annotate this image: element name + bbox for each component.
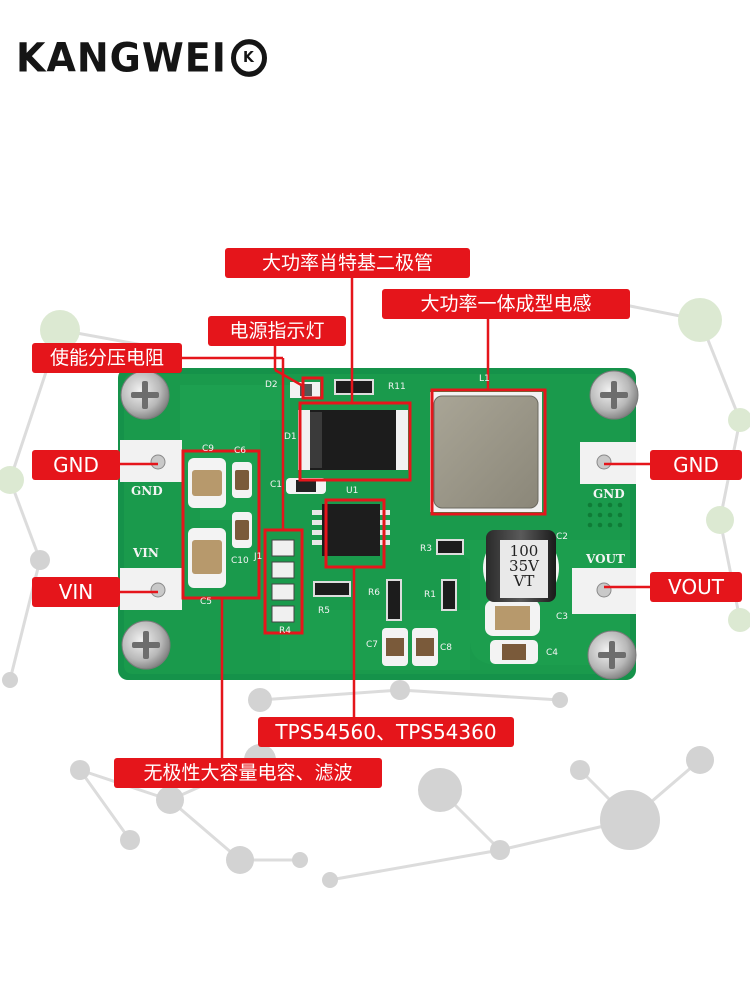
silk-c5: C5 (200, 597, 213, 607)
brand-logo-badge-letter: K (242, 49, 255, 67)
input-capacitors (188, 458, 252, 588)
label-power-led: 电源指示灯 (208, 316, 346, 346)
silk-u1: U1 (346, 486, 359, 496)
enable-resistor-pads (271, 539, 295, 623)
cap-marking: 100 35V VT (507, 544, 541, 589)
screw-top-left (120, 370, 170, 420)
silk-r6: R6 (368, 588, 380, 598)
inductor (430, 392, 542, 512)
cap-marking-line3: VT (513, 572, 535, 590)
brand-logo: KANGWEI K (16, 35, 267, 81)
silk-c1: C1 (270, 480, 283, 490)
silk-c7: C7 (366, 640, 379, 650)
brand-logo-badge: K (230, 39, 267, 77)
label-schottky-diode: 大功率肖特基二极管 (225, 248, 470, 278)
label-enable-resistor: 使能分压电阻 (32, 343, 182, 373)
schottky-diode (298, 410, 408, 470)
label-vout: VOUT (650, 572, 742, 602)
brand-logo-text: KANGWEI (16, 34, 227, 82)
ic-chip (312, 504, 390, 556)
silk-l1: L1 (479, 374, 490, 384)
silk-c9: C9 (202, 444, 215, 454)
silk-c3: C3 (556, 612, 569, 622)
silk-vin: VIN (133, 546, 159, 560)
silk-d2: D2 (265, 380, 278, 390)
silk-r11: R11 (388, 382, 406, 392)
cap-marking-line2: 35V (509, 557, 539, 575)
silk-r3: R3 (420, 544, 432, 554)
label-capacitors: 无极性大容量电容、滤波 (114, 758, 382, 788)
label-gnd-left: GND (32, 450, 120, 480)
silk-c10: C10 (231, 556, 249, 566)
silk-r4: R4 (279, 626, 291, 636)
screw-bottom-left (121, 620, 171, 670)
label-inductor: 大功率一体成型电感 (382, 289, 630, 319)
silk-c6: C6 (234, 446, 247, 456)
silk-c4: C4 (546, 648, 559, 658)
cap-marking-line1: 100 (509, 542, 539, 560)
screw-top-right (589, 370, 639, 420)
silk-j1: J1 (254, 552, 263, 562)
silk-gnd-left: GND (131, 484, 163, 498)
screw-bottom-right (587, 630, 637, 680)
silk-d1: D1 (284, 432, 297, 442)
silk-c8: C8 (440, 643, 453, 653)
label-gnd-right: GND (650, 450, 742, 480)
silk-r5: R5 (318, 606, 330, 616)
silk-c2: C2 (556, 532, 569, 542)
label-vin: VIN (32, 577, 120, 607)
silk-vout: VOUT (586, 552, 625, 566)
silk-gnd-right: GND (593, 487, 625, 501)
label-chip: TPS54560、TPS54360 (258, 717, 514, 747)
silk-r1: R1 (424, 590, 436, 600)
electrolytic-capacitor (483, 530, 559, 606)
